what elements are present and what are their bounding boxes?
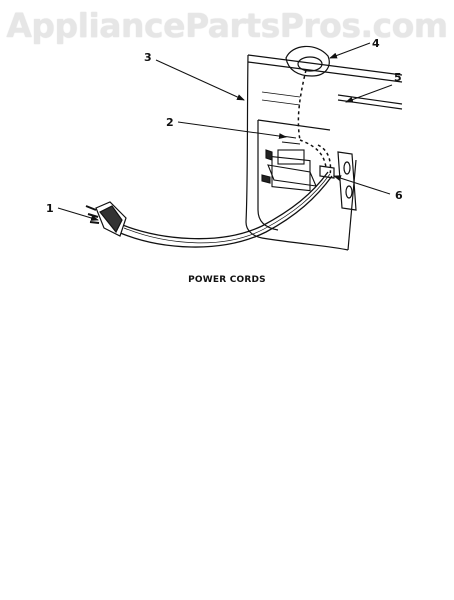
callout-5: 5: [394, 71, 402, 84]
grommet: [285, 45, 330, 77]
leader-lines: [57, 42, 393, 221]
diagram-caption: POWER CORDS: [188, 275, 266, 285]
leader-3: [155, 59, 245, 101]
back-trim: [337, 94, 403, 110]
power-plug: [85, 201, 127, 237]
callout-4: 4: [372, 37, 380, 50]
callout-3: 3: [144, 51, 152, 64]
callout-1: 1: [46, 202, 54, 215]
strain-relief-bracket: [319, 151, 357, 211]
power-cord: [117, 171, 333, 248]
leader-5: [345, 84, 393, 103]
leader-6: [333, 175, 391, 195]
callout-2: 2: [166, 116, 174, 129]
watermark: AppliancePartsPros.com: [6, 6, 448, 45]
leader-2: [177, 121, 287, 140]
leader-4: [329, 42, 371, 59]
terminal-block: [261, 135, 317, 192]
callout-6: 6: [395, 189, 403, 202]
internal-wiring: [297, 69, 332, 177]
leader-1: [57, 207, 99, 221]
